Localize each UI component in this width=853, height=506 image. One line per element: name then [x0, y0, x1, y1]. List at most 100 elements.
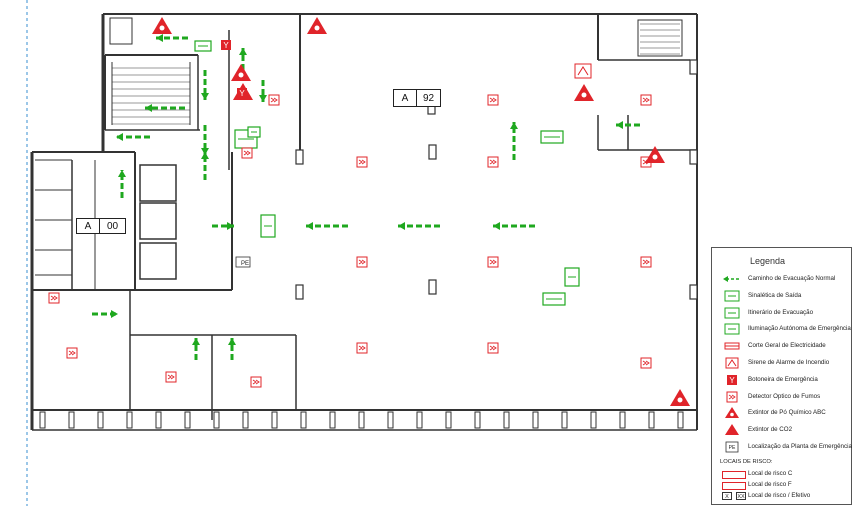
smoke-detector-icon — [268, 94, 280, 106]
exit-sign-icon — [542, 292, 566, 306]
legend-item-label: Detector Optico de Fumos — [748, 392, 821, 400]
evacuation-route-sign-icon — [724, 307, 740, 319]
plan-location-code: PE — [729, 445, 736, 451]
legend-title: Legenda — [750, 256, 786, 266]
column — [689, 149, 698, 165]
facade-column — [416, 411, 423, 429]
smoke-detector-icon — [241, 147, 253, 159]
column — [295, 149, 304, 165]
legend-item: PE Localização da Planta de Emergência — [712, 441, 853, 453]
risk-swatch — [722, 482, 746, 490]
risk-heading: LOCAIS DE RISCO: — [720, 459, 773, 465]
evacuation-arrow — [239, 48, 247, 70]
powder-extinguisher-icon — [725, 407, 739, 419]
evacuation-arrow — [259, 80, 267, 102]
evacuation-arrow — [156, 34, 188, 42]
evacuation-arrow — [616, 121, 640, 129]
risk-code-box: XX — [736, 492, 746, 500]
evacuation-arrow — [118, 170, 126, 198]
facade-column — [329, 411, 336, 429]
room-label-toilets: A 00 — [76, 218, 126, 234]
stair-block — [637, 19, 683, 57]
legend-item-label: Extintor de CO2 — [748, 426, 793, 434]
legend-item-label: Sinalética de Saída — [748, 291, 802, 299]
svg-text:Y: Y — [239, 89, 245, 98]
legend-item-label: Itinerário de Evacuação — [748, 308, 814, 316]
legend-item-label: Corte Geral de Electricidade — [748, 342, 826, 350]
facade-column — [213, 411, 220, 429]
room-number: 92 — [422, 92, 435, 104]
plan-location-box — [235, 256, 251, 268]
facade-column — [155, 411, 162, 429]
legend-item: Detector Optico de Fumos — [712, 391, 853, 403]
facade-column — [271, 411, 278, 429]
column — [295, 284, 304, 300]
evacuation-arrow-icon — [723, 276, 740, 282]
fire-alarm-siren-icon — [725, 357, 739, 369]
smoke-detector-icon — [640, 357, 652, 369]
legend-item-label: Iluminação Autónoma de Emergência — [748, 325, 851, 333]
facade-column — [126, 411, 133, 429]
legend-item: Corte Geral de Electricidade — [712, 340, 853, 352]
risk-item-label: Local de risco / Efetivo — [748, 492, 811, 499]
legend-item-label: Botoneira de Emergência — [748, 375, 818, 383]
risk-item-label: Local de risco C — [748, 470, 793, 477]
emergency-button-icon: Y — [221, 40, 231, 50]
risk-swatch — [722, 471, 746, 479]
smoke-detector-icon — [356, 342, 368, 354]
facade-column — [590, 411, 597, 429]
extinguisher-icon — [645, 146, 665, 163]
elevator-shaft — [139, 202, 177, 240]
facade-column — [561, 411, 568, 429]
legend-item-label: Localização da Planta de Emergência — [748, 443, 852, 450]
alarm-siren-icon — [574, 63, 592, 79]
evacuation-arrow — [493, 222, 535, 230]
smoke-detector-icon — [726, 391, 738, 403]
room-number: 00 — [106, 220, 119, 232]
facade-column — [184, 411, 191, 429]
svg-text:Y: Y — [223, 41, 229, 50]
legend-item-label: Extintor de Pó Químico ABC — [748, 409, 826, 417]
legend-item-label: Sirene de Alarme de Incendio — [748, 359, 830, 366]
column — [689, 284, 698, 300]
smoke-detector-icon — [48, 292, 60, 304]
evacuation-arrow — [201, 70, 209, 100]
legend-item: Iluminação Autónoma de Emergência — [712, 323, 853, 335]
facade-column — [300, 411, 307, 429]
smoke-detector-icon — [356, 156, 368, 168]
column — [428, 144, 437, 160]
facade-column — [677, 411, 684, 429]
smoke-detector-icon — [165, 371, 177, 383]
smoke-detector-icon — [356, 256, 368, 268]
evacuation-arrow — [145, 104, 185, 112]
room-code: A — [394, 90, 417, 106]
legend-item: Sinalética de Saída — [712, 290, 853, 302]
column — [428, 279, 437, 295]
legend-item: Sirene de Alarme de Incendio — [712, 357, 853, 369]
room-label-main: A 92 — [393, 89, 441, 107]
elevator-shaft — [139, 242, 177, 280]
evacuation-arrow — [306, 222, 348, 230]
extinguisher-icon — [231, 64, 251, 81]
risk-code-box: X — [722, 492, 732, 500]
risk-item-label: Local de risco F — [748, 481, 792, 488]
smoke-detector-icon — [487, 342, 499, 354]
evacuation-arrow — [398, 222, 440, 230]
smoke-detector-icon — [66, 347, 78, 359]
plan-location-icon: PE — [725, 441, 739, 453]
smoke-detector-icon — [640, 94, 652, 106]
extinguisher-icon — [307, 17, 327, 34]
facade-column — [619, 411, 626, 429]
stair-block — [109, 17, 133, 45]
facade-column — [242, 411, 249, 429]
evacuation-arrow — [92, 310, 118, 318]
co2-extinguisher-icon — [725, 424, 739, 436]
column — [689, 59, 698, 75]
smoke-detector-icon — [250, 376, 262, 388]
legend-item-label: Caminho de Evacuação Normal — [748, 275, 836, 282]
plan-location-marker: PE — [241, 261, 249, 267]
extinguisher-icon — [670, 389, 690, 406]
